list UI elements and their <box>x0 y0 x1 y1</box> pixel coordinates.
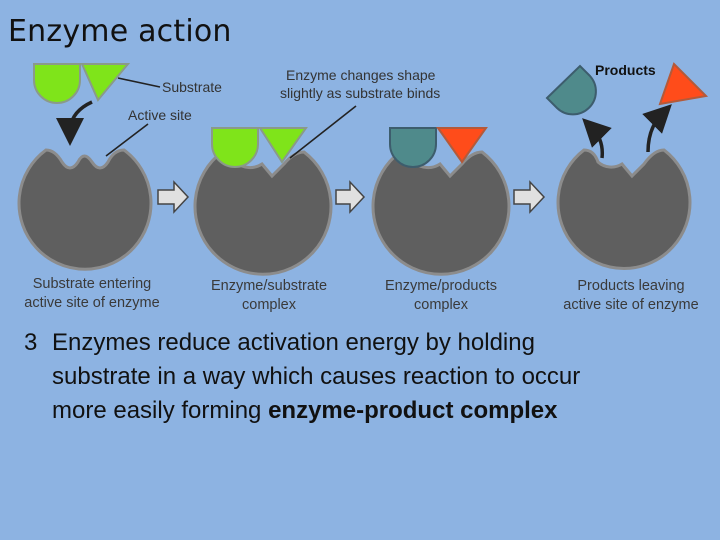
curved-exit-arrow-right <box>642 104 672 153</box>
curved-exit-arrow-left <box>582 118 612 159</box>
caption-stage-4: Products leaving active site of enzyme <box>548 277 714 315</box>
enzyme-action-diagram: Substrate Active site Enzyme changes sha… <box>17 62 709 276</box>
caption-stage-3: Enzyme/products complex <box>366 277 516 315</box>
enzyme-product-complex-term: enzyme-product complex <box>268 397 558 424</box>
caption-stage-1-line2: active site of enzyme <box>24 295 160 311</box>
shape-change-pointer-line <box>289 105 357 159</box>
product-round-in-complex <box>389 127 437 168</box>
explanation-text: 3 Enzymes reduce activation energy by hol… <box>24 326 704 428</box>
caption-stage-2-line1: Enzyme/substrate <box>210 278 328 294</box>
explanation-line-2: substrate in a way which causes reaction… <box>52 363 581 390</box>
enzyme-stage-2 <box>193 150 333 276</box>
process-arrow-3 <box>513 180 546 214</box>
stage-4-products-leaving: Products <box>545 62 709 270</box>
caption-stage-2: Enzyme/substrate complex <box>194 277 344 315</box>
bound-substrate-triangle <box>258 127 308 164</box>
point-number: 3 <box>24 329 38 356</box>
bound-substrate-round <box>211 127 259 168</box>
process-arrow-2 <box>335 180 366 214</box>
caption-stage-2-line2: complex <box>242 297 296 313</box>
stage-3-enzyme-products-complex <box>371 127 511 276</box>
caption-stage-3-line1: Enzyme/products <box>384 278 498 294</box>
active-site-label: Active site <box>128 107 192 123</box>
released-product-round <box>545 64 597 116</box>
caption-stage-4-line1: Products leaving <box>577 278 685 294</box>
process-arrow-1 <box>157 180 190 214</box>
stage-2-enzyme-substrate-complex: Enzyme changes shape slightly as substra… <box>193 67 440 276</box>
caption-stage-1: Substrate entering active site of enzyme <box>8 275 176 313</box>
caption-stage-3-line2: complex <box>414 297 468 313</box>
shape-change-label-line1: Enzyme changes shape <box>286 67 436 83</box>
product-triangle-in-complex <box>436 127 488 164</box>
shape-change-label-line2: slightly as substrate binds <box>280 85 440 101</box>
explanation-line-3: more easily forming enzyme-product compl… <box>24 394 704 428</box>
caption-stage-4-line2: active site of enzyme <box>563 297 699 313</box>
caption-stage-1-line1: Substrate entering <box>32 276 152 292</box>
substrate-pointer-line <box>117 77 161 88</box>
explanation-line-3-prefix: more easily forming <box>52 397 269 424</box>
substrate-triangle-piece <box>80 63 131 102</box>
stage-1-substrate-entering: Substrate Active site <box>17 63 222 271</box>
products-label: Products <box>595 62 656 78</box>
enzyme-stage-4 <box>556 148 692 270</box>
enzyme-stage-3 <box>371 150 511 276</box>
curved-entry-arrow <box>56 100 93 146</box>
slide-title: Enzyme action <box>8 14 232 49</box>
explanation-line-1: Enzymes reduce activation energy by hold… <box>52 329 535 356</box>
enzyme-stage-1 <box>17 148 153 271</box>
substrate-label: Substrate <box>162 79 222 95</box>
active-site-pointer-line <box>105 123 149 157</box>
substrate-round-piece <box>33 63 81 104</box>
released-product-triangle <box>658 62 709 106</box>
